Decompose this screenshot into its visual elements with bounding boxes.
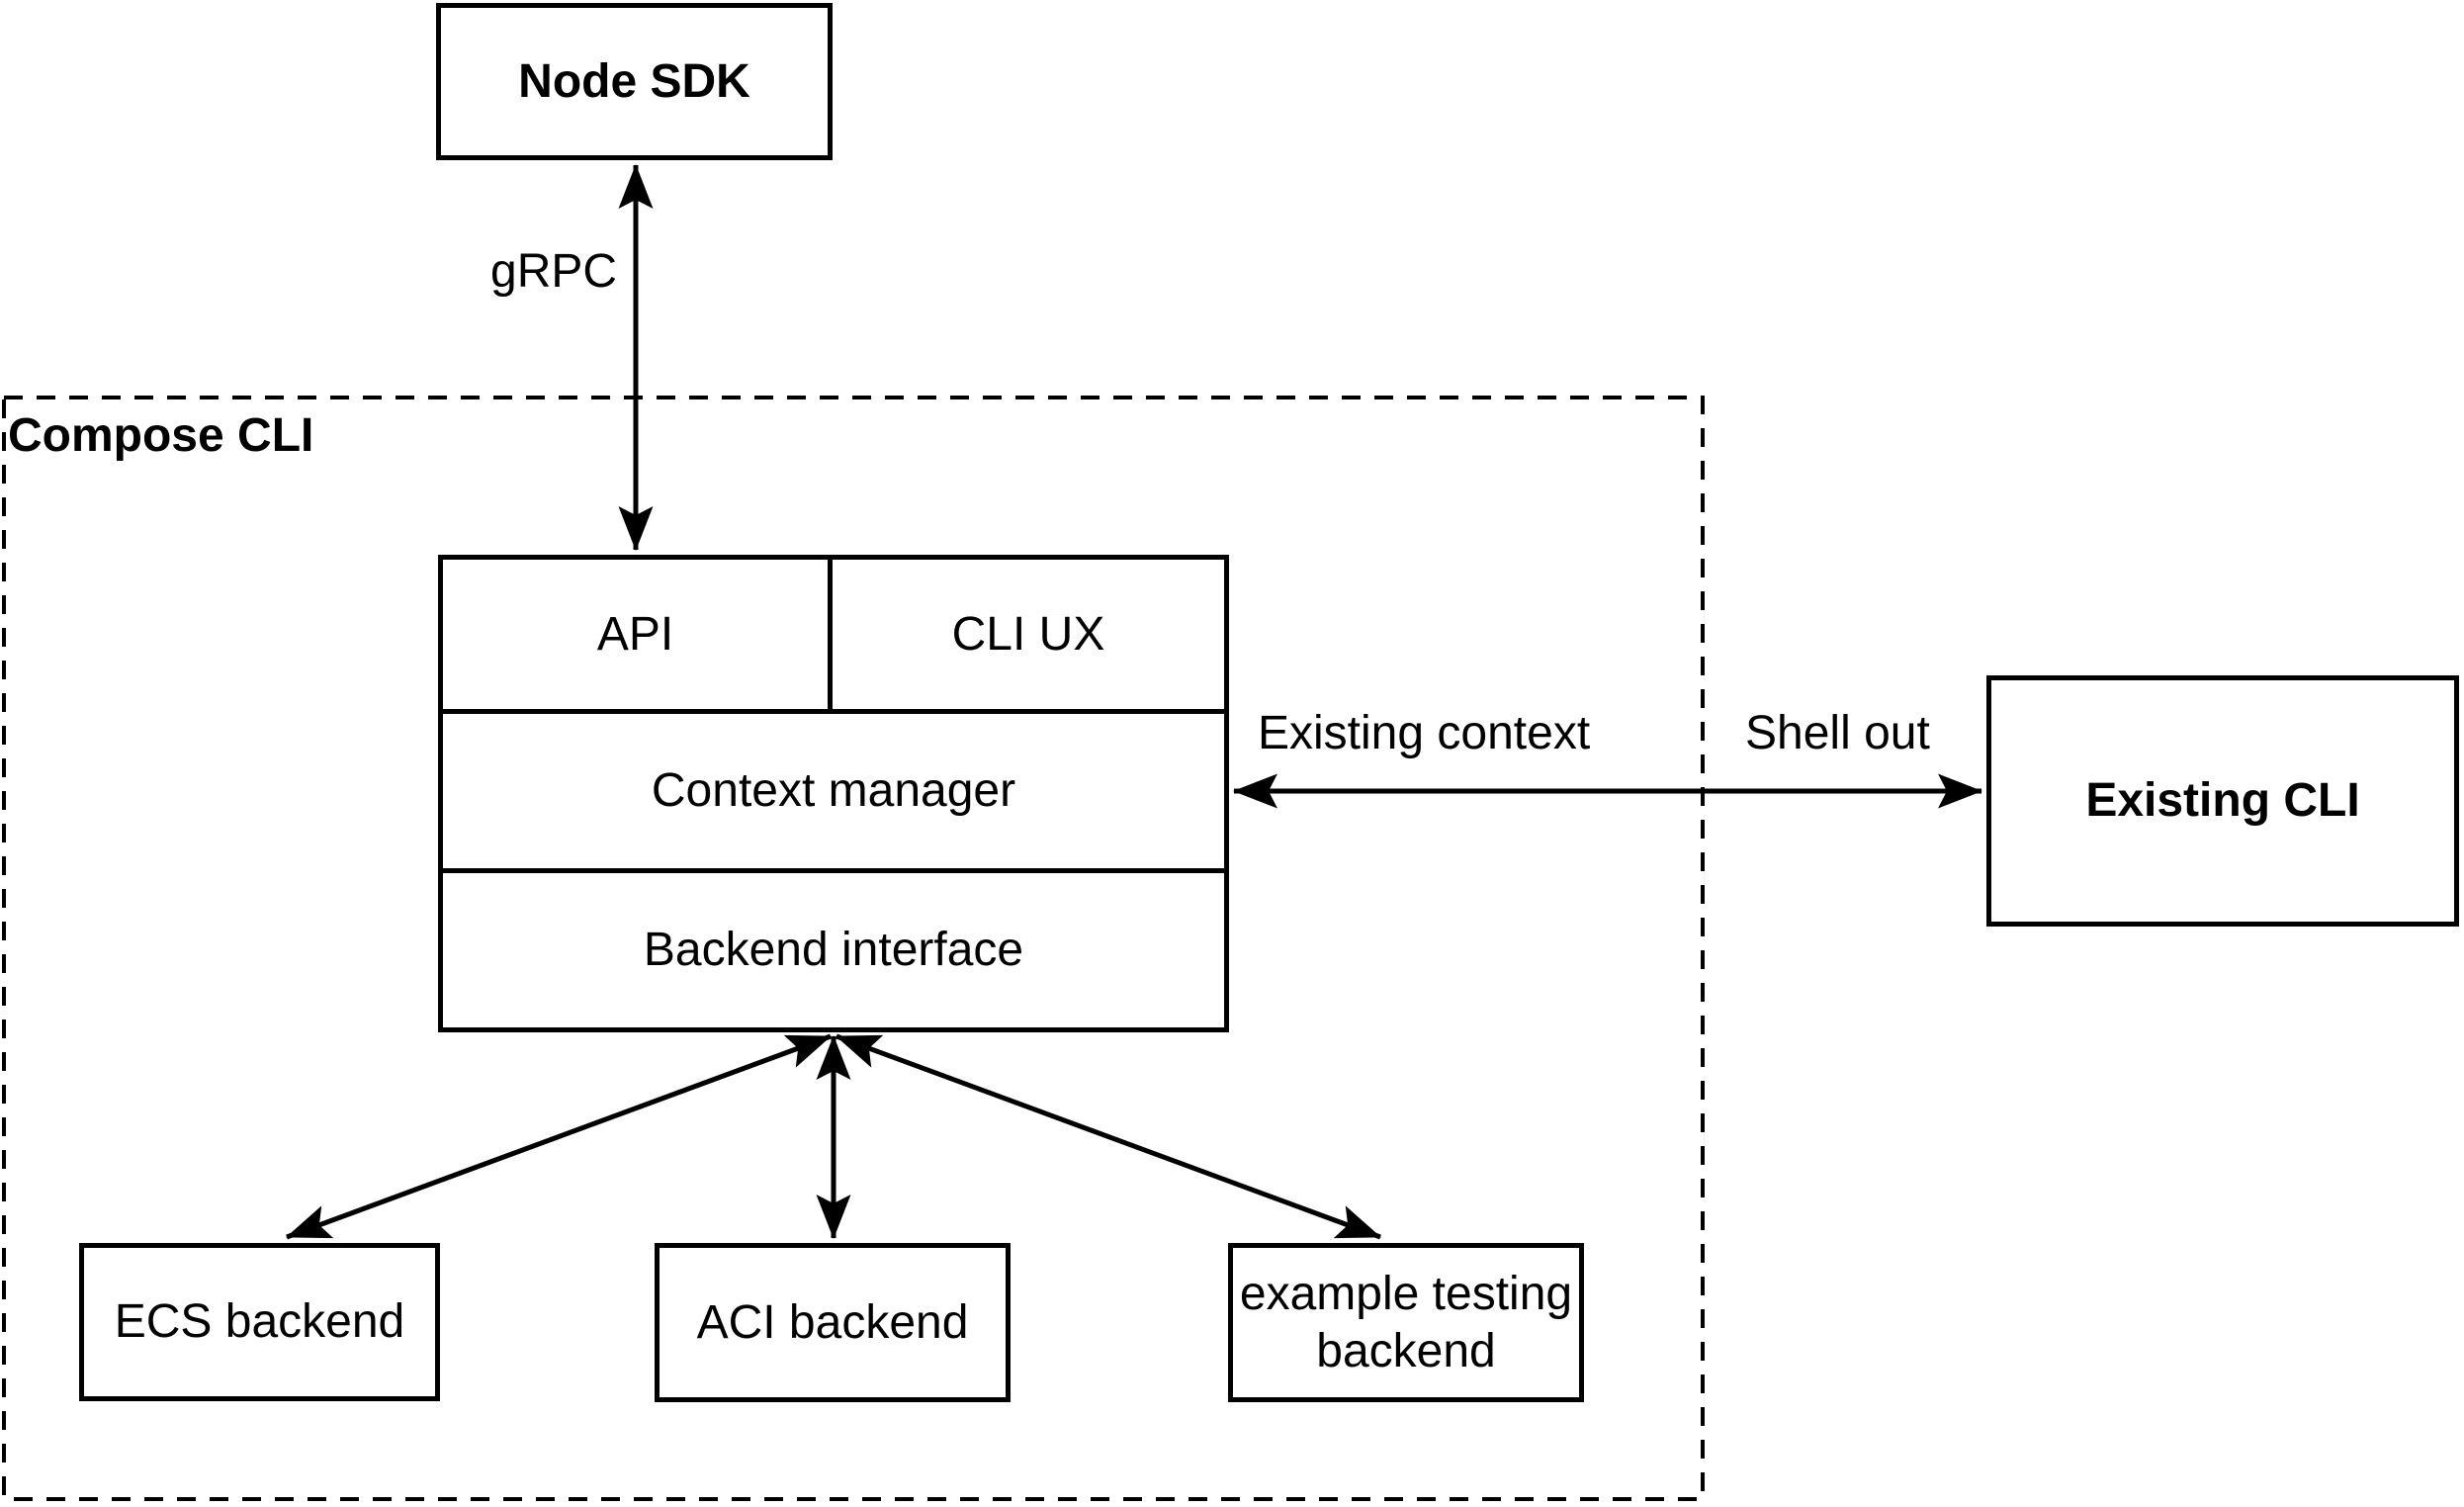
existing-cli-box: Existing CLI [1986, 675, 2459, 927]
cli-ux-cell: CLI UX [833, 560, 1224, 709]
existing-context-edge-label: Existing context [1258, 707, 1591, 759]
example-backend-box: example testing backend [1228, 1243, 1584, 1402]
ecs-backend-box: ECS backend [79, 1243, 440, 1401]
aci-backend-box: ACI backend [655, 1243, 1011, 1402]
example-backend-arrow [836, 1033, 1381, 1240]
context-manager-cell: Context manager [443, 714, 1224, 869]
backend-interface-label: Backend interface [643, 924, 1024, 977]
ecs-backend-label: ECS backend [114, 1295, 405, 1349]
node-sdk-label: Node SDK [518, 54, 750, 108]
ecs-backend-arrow [286, 1033, 832, 1240]
aci-backend-label: ACI backend [696, 1295, 969, 1349]
context-manager-row: Context manager [443, 708, 1224, 869]
grpc-edge-label: gRPC [490, 245, 618, 298]
node-sdk-box: Node SDK [436, 3, 833, 160]
compose-cli-boundary [2, 396, 1705, 1501]
api-cell: API [443, 560, 833, 709]
cli-ux-label: CLI UX [951, 607, 1105, 661]
compose-cli-core-box: API CLI UX Context manager Backend inter… [438, 555, 1229, 1032]
backend-interface-cell: Backend interface [443, 873, 1224, 1027]
top-row: API CLI UX [443, 560, 1224, 709]
compose-cli-container-label: Compose CLI [8, 409, 314, 462]
shell-out-edge-label: Shell out [1745, 707, 1930, 759]
example-backend-label: example testing backend [1239, 1267, 1573, 1377]
existing-cli-label: Existing CLI [2085, 774, 2360, 828]
backend-interface-row: Backend interface [443, 868, 1224, 1027]
api-label: API [596, 607, 674, 661]
context-manager-label: Context manager [651, 764, 1016, 818]
